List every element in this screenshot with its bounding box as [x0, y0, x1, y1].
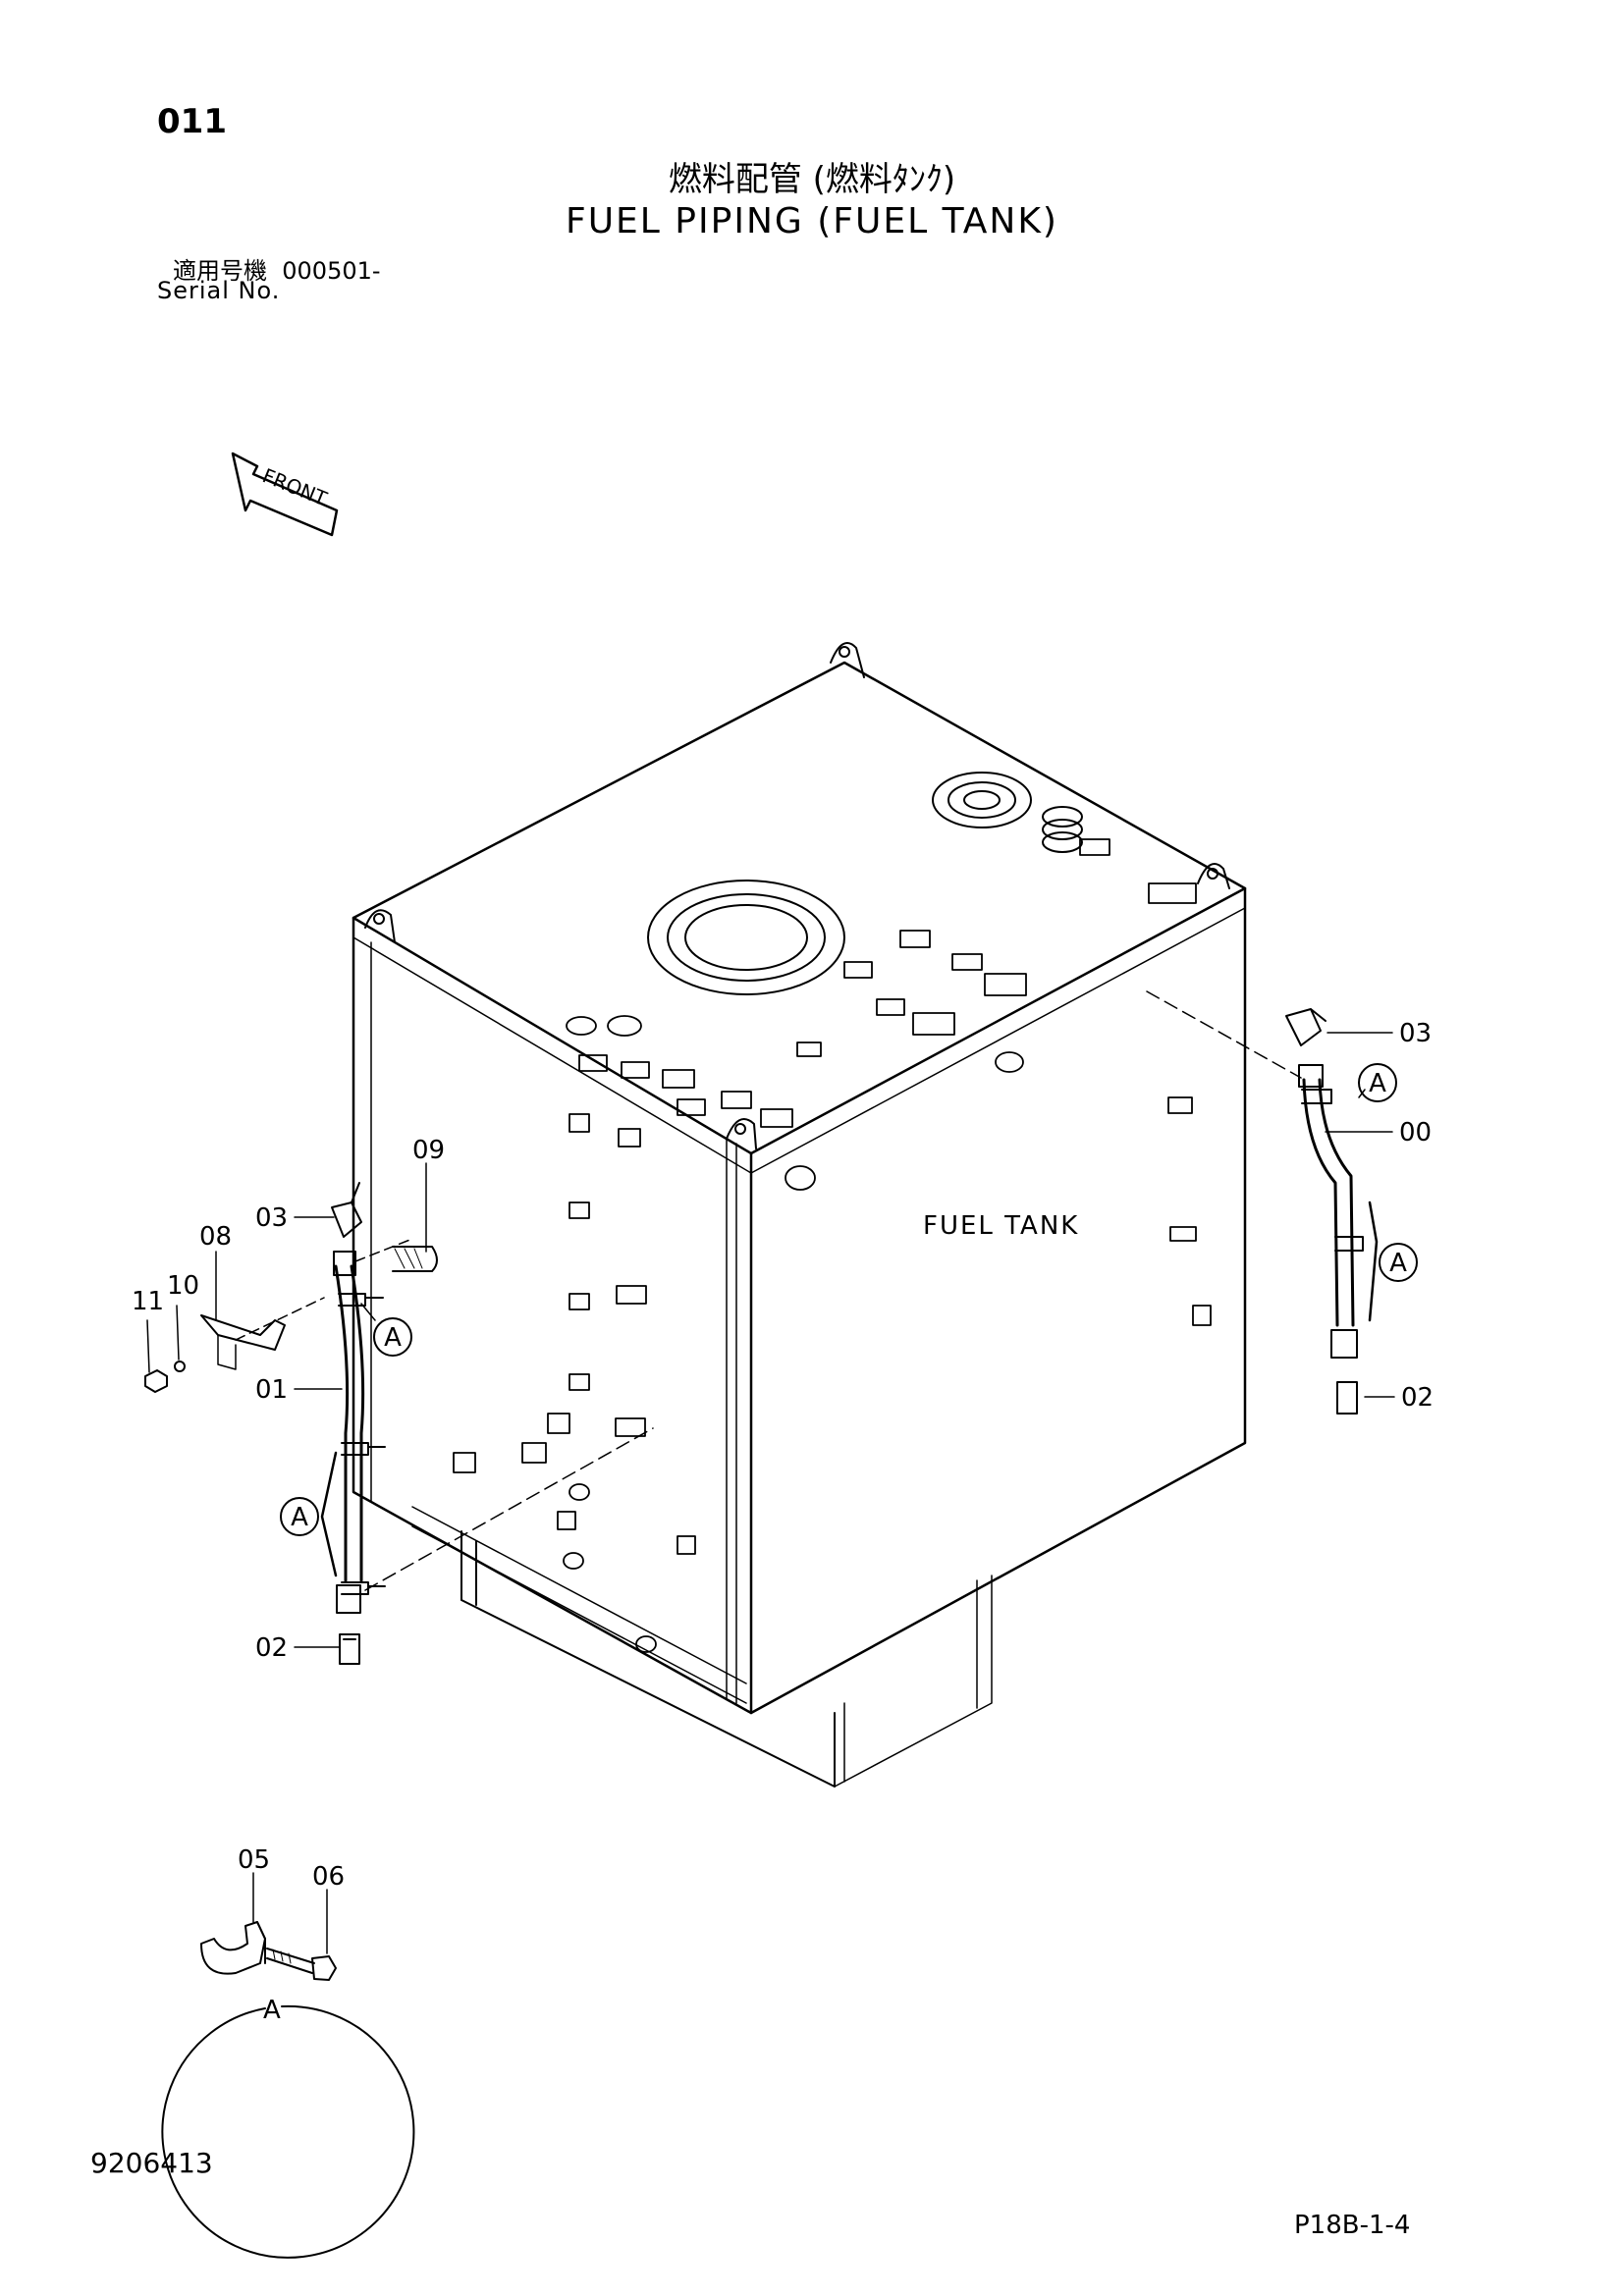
front-arrow-icon: FRONT [231, 452, 339, 537]
detail-marker-a: A [1389, 1249, 1407, 1278]
callout-02-right: 02 [1401, 1383, 1434, 1413]
detail-marker-a: A [384, 1323, 402, 1353]
serial-label-english: Serial No. [157, 277, 281, 304]
callout-11: 11 [132, 1287, 164, 1316]
detail-marker-a: A [291, 1503, 308, 1532]
detail-a-label: A [263, 1996, 281, 2025]
tank-label: FUEL TANK [923, 1211, 1079, 1241]
front-arrow-label: FRONT [259, 463, 331, 510]
detail-markers: A A A A [280, 1063, 1418, 1536]
serial-value: 000501- [282, 257, 381, 285]
callout-01: 01 [255, 1375, 288, 1405]
fuel-tank: FUEL TANK [352, 642, 1247, 1788]
callout-00: 00 [1399, 1118, 1432, 1148]
callout-06: 06 [312, 1862, 345, 1892]
title-english: FUEL PIPING (FUEL TANK) [566, 201, 1058, 241]
callout-05: 05 [238, 1845, 270, 1875]
callout-09: 09 [412, 1136, 445, 1165]
serial-row-japanese: 適用号機 000501- [173, 251, 381, 286]
title-japanese: 燃料配管 (燃料ﾀﾝｸ) [668, 160, 956, 199]
callout-leaders [146, 1032, 1395, 1648]
serial-label-japanese: 適用号機 [173, 257, 267, 285]
detail-marker-a: A [1369, 1069, 1386, 1098]
page-code: P18B-1-4 [1294, 2211, 1411, 2240]
callout-03-left: 03 [255, 1203, 288, 1233]
callout-03-right: 03 [1399, 1019, 1432, 1048]
right-fuel-pipe [1146, 990, 1364, 1415]
document-number: 9206413 [90, 2147, 213, 2179]
detail-a-view: A 05 06 [161, 1845, 415, 2259]
left-fuel-hose [144, 1182, 654, 1665]
callout-10: 10 [167, 1271, 199, 1301]
page-number: 011 [157, 102, 227, 141]
callout-02-left: 02 [255, 1633, 288, 1663]
callout-numbers: 03 00 02 03 01 02 09 08 10 11 [132, 1019, 1434, 1663]
callout-08: 08 [199, 1222, 232, 1252]
